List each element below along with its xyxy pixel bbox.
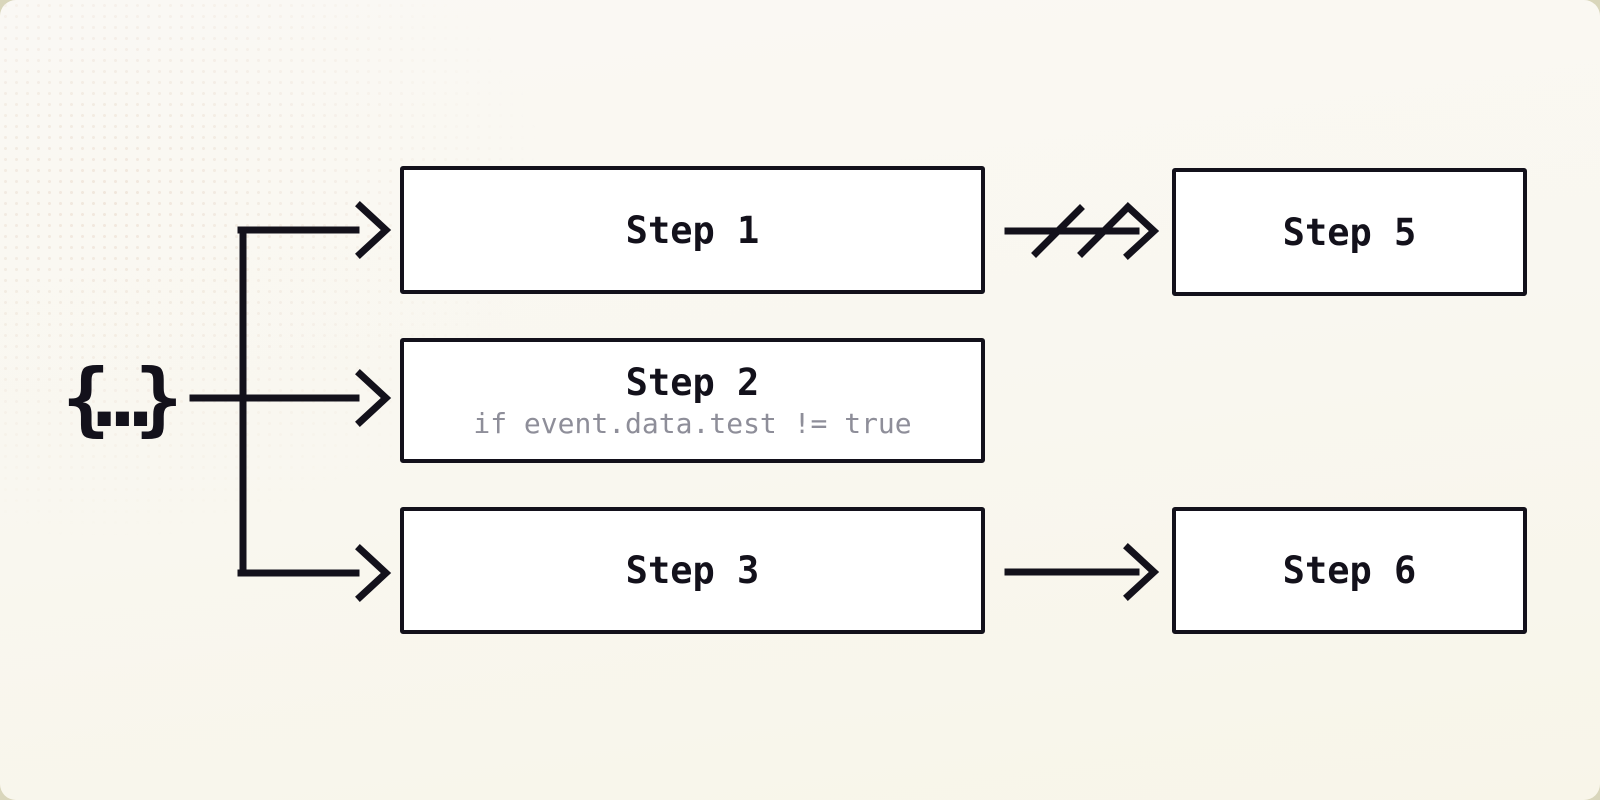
arrow-source-to-step-3-head xyxy=(355,544,392,602)
step-node-5: Step 5 xyxy=(1172,168,1527,296)
arrow-step-1-to-step-5-head xyxy=(1123,202,1160,260)
step-node-label: Step 6 xyxy=(1282,549,1417,592)
step-node-label: Step 1 xyxy=(625,208,760,252)
step-node-6: Step 6 xyxy=(1172,507,1527,634)
step-node-condition: if event.data.test != true xyxy=(473,406,912,440)
cancel-slash-icon xyxy=(1077,204,1131,258)
step-node-1: Step 1 xyxy=(400,166,985,294)
step-node-label: Step 2 xyxy=(625,360,760,404)
cancel-slash-icon xyxy=(1031,204,1085,258)
arrow-source-to-step-1-head xyxy=(355,201,392,259)
event-payload-symbol: {...} xyxy=(62,348,183,448)
step-node-3: Step 3 xyxy=(400,507,985,634)
arrow-source-to-step-2-head xyxy=(355,369,392,427)
step-node-label: Step 3 xyxy=(625,549,760,592)
arrow-step-3-to-step-6-head xyxy=(1123,543,1160,601)
step-node-label: Step 5 xyxy=(1282,210,1417,254)
step-node-2: Step 2 if event.data.test != true xyxy=(400,338,985,463)
json-object-glyph: {...} xyxy=(62,351,183,445)
